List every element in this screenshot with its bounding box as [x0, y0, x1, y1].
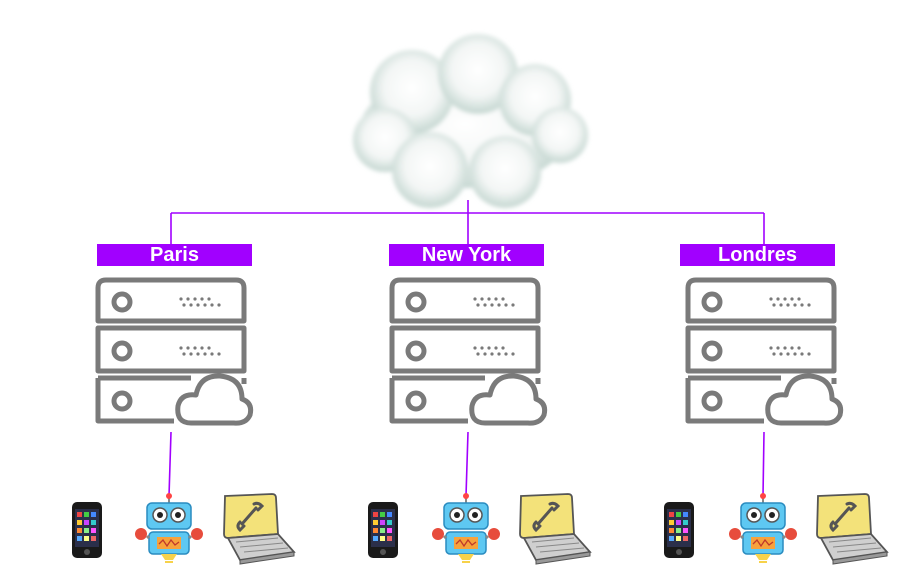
device-link-new-york: [465, 431, 469, 497]
cloud-icon: [353, 34, 588, 208]
server-rack-icon: [392, 280, 545, 423]
server-rack-icon: [98, 280, 251, 423]
robot-icon: [133, 491, 205, 564]
smartphone-icon: [664, 502, 694, 558]
server-rack-icon: [688, 280, 841, 423]
network-links: [168, 200, 765, 497]
laptop-wrench-icon: [518, 492, 592, 566]
device-link-paris: [168, 431, 172, 497]
device-link-londres: [762, 431, 765, 497]
site-label-londres: Londres: [680, 244, 835, 266]
site-label-paris: Paris: [97, 244, 252, 266]
laptop-wrench-icon: [815, 492, 889, 566]
smartphone-icon: [368, 502, 398, 558]
smartphone-icon: [72, 502, 102, 558]
robot-icon: [430, 491, 502, 564]
site-label-new-york: New York: [389, 244, 544, 266]
robot-icon: [727, 491, 799, 564]
laptop-wrench-icon: [222, 492, 296, 566]
